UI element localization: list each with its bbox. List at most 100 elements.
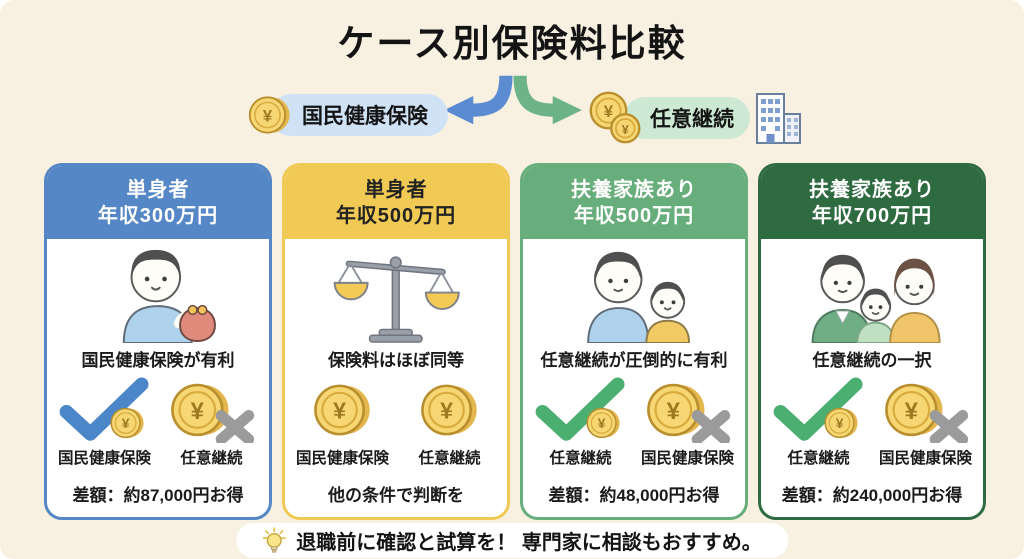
svg-text:¥: ¥ [190,398,204,425]
cards-row: 単身者 年収300万円 国 [44,163,986,520]
legend-ninikeizoku-badge: ¥ ¥ 任意継続 [586,90,804,146]
arrow-left-head-icon [444,96,474,125]
card-header: 単身者 年収300万円 [47,166,269,239]
arrow-right-head-icon [552,96,582,125]
footer-advice-text: 退職前に確認と試算を！ 専門家に相談もおすすめ。 [296,532,762,554]
page-title: ケース別保険料比較 [337,23,687,64]
card-body: 任意継続が圧倒的に有利 ¥ [523,239,745,517]
options-row: ¥ ¥ [765,374,979,446]
loser-option: ¥ [634,377,741,443]
coin-with-x-icon: ¥ [170,383,254,443]
left-option: ¥ [289,379,396,441]
check-icon [59,377,149,441]
check-with-coin-icon: ¥ [59,377,149,441]
card-title-line2: 年収500万円 [335,204,457,227]
card-title-line2: 年収300万円 [97,204,219,227]
card-title-line1: 単身者 [126,178,190,201]
verdict-text: 任意継続が圧倒的に有利 [540,351,728,370]
coin-icon: ¥ [585,407,620,439]
winner-option: ¥ [765,377,872,443]
coin-symbol: ¥ [622,122,630,137]
difference-note: 差額：約240,000円お得 [781,486,963,505]
coin-icon: ¥ [109,407,144,439]
winner-option: ¥ [527,377,634,443]
legend-ninikeizoku-pill: 任意継続 [624,97,750,139]
arrow-right-icon [513,75,555,117]
parent-and-child-illustration [561,246,707,344]
coin-with-x-icon: ¥ [646,383,730,443]
x-icon [691,410,730,443]
verdict-text: 国民健康保険が有利 [81,351,235,370]
left-option-label: 任意継続 [787,450,850,467]
coin-icon: ¥ [248,96,290,134]
case-card-4: 扶養家族あり 年収700万円 [758,163,986,520]
lightbulb-icon [262,527,286,553]
difference-note: 他の条件で判断を [328,486,464,505]
right-option-label: 国民健康保険 [640,450,734,467]
case-card-3: 扶養家族あり 年収500万円 [520,163,748,520]
legend-kokuho-pill: 国民健康保険 [270,94,448,136]
legend-kokuho-badge: ¥ 国民健康保険 [246,92,448,138]
check-with-coin-icon: ¥ [535,377,625,441]
coin-icon: ¥ [420,384,477,436]
single-person-with-purse-illustration [85,246,231,344]
split-arrows [444,75,582,125]
right-option-label: 任意継続 [180,450,243,467]
svg-text:¥: ¥ [835,415,843,431]
svg-text:¥: ¥ [333,398,346,424]
svg-text:¥: ¥ [121,415,129,431]
card-header: 扶養家族あり 年収500万円 [523,166,745,239]
difference-note: 差額：約87,000円お得 [72,486,244,505]
right-option: ¥ [396,379,503,441]
verdict-text: 任意継続の一択 [812,351,932,370]
options-row: ¥ ¥ [51,374,265,446]
option-labels: 任意継続 国民健康保険 [765,446,979,468]
card-header: 扶養家族あり 年収700万円 [761,166,983,239]
coins-icon: ¥ ¥ [589,91,641,144]
option-labels: 国民健康保険 任意継続 [289,446,503,468]
coin-symbol: ¥ [263,106,273,125]
options-row: ¥ ¥ [289,374,503,446]
case-card-1: 単身者 年収300万円 国 [44,163,272,520]
case-card-2: 単身者 年収500万円 [282,163,510,520]
check-with-coin-icon: ¥ [773,377,863,441]
card-body: 国民健康保険が有利 ¥ [47,239,269,517]
coin-icon: ¥ [170,383,228,437]
coin-icon: ¥ [313,384,370,436]
card-title-line1: 扶養家族あり [571,178,697,201]
svg-text:¥: ¥ [440,398,453,424]
options-row: ¥ ¥ [527,374,741,446]
coin-icon: ¥ [884,383,942,437]
loser-option: ¥ [158,377,265,443]
verdict-text: 保険料はほぼ同等 [328,351,464,370]
left-option-label: 国民健康保険 [57,450,151,467]
option-labels: 任意継続 国民健康保険 [527,446,741,468]
option-labels: 国民健康保険 任意継続 [51,446,265,468]
legend-ninikeizoku-label: 任意継続 [650,108,734,131]
legend-kokuho-label: 国民健康保険 [302,105,428,128]
card-header: 単身者 年収500万円 [285,166,507,239]
right-option-label: 国民健康保険 [878,450,972,467]
card-title-line2: 年収700万円 [811,204,933,227]
card-body: 保険料はほぼ同等 ¥ [285,239,507,517]
left-option-label: 任意継続 [549,450,612,467]
svg-text:¥: ¥ [666,398,680,425]
footer-advice-pill: 退職前に確認と試算を！ 専門家に相談もおすすめ。 [236,523,788,558]
svg-text:¥: ¥ [597,415,605,431]
winner-option: ¥ [51,377,158,443]
x-icon [929,410,968,443]
coin-icon: ¥ [646,383,704,437]
x-icon [215,410,254,443]
right-option-label: 任意継続 [418,450,481,467]
card-body: 任意継続の一択 ¥ [761,239,983,517]
check-icon [773,377,863,441]
check-icon [535,377,625,441]
coin-icon: ¥ [823,407,858,439]
card-title-line2: 年収500万円 [573,204,695,227]
building-icon [756,93,801,144]
card-title-line1: 扶養家族あり [809,178,935,201]
family-of-three-illustration [799,246,945,344]
difference-note: 差額：約48,000円お得 [548,486,720,505]
coin-symbol: ¥ [604,102,614,121]
left-option-label: 国民健康保険 [295,450,389,467]
